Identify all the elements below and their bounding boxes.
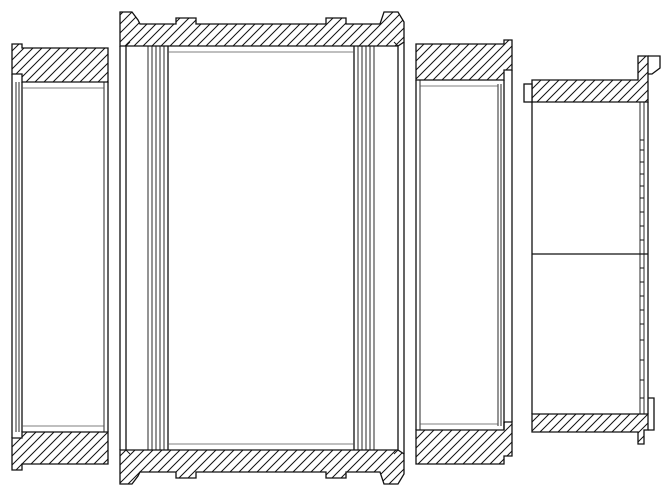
end-cap-bottom-section bbox=[531, 413, 649, 445]
right-ring-bottom-section bbox=[415, 421, 513, 465]
end-cap-top-section bbox=[531, 55, 649, 103]
end-cap bbox=[523, 55, 661, 445]
center-body-bottom-section bbox=[119, 449, 405, 485]
left-ring bbox=[11, 43, 109, 471]
center-body bbox=[119, 11, 405, 485]
left-ring-bottom-section bbox=[11, 431, 109, 471]
left-ring-top-section bbox=[11, 43, 109, 83]
right-ring bbox=[415, 39, 513, 465]
center-body-top-section bbox=[119, 11, 405, 47]
right-ring-top-section bbox=[415, 39, 513, 81]
